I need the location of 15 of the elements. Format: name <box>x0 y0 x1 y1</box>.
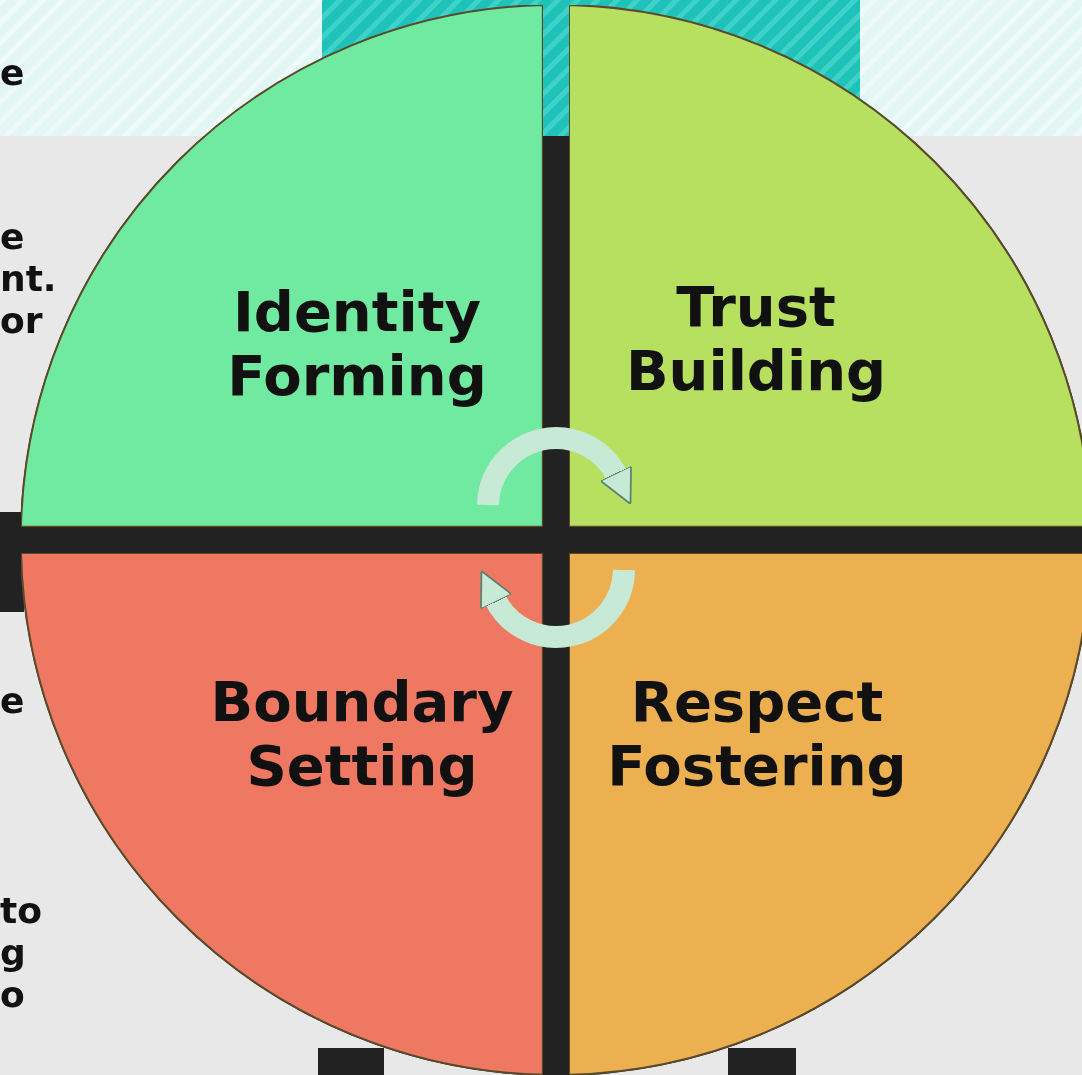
segment-title: Identity Forming <box>226 280 488 408</box>
dark-bar <box>728 1048 796 1075</box>
dark-bar <box>318 1048 384 1075</box>
cut-off-text: e <box>0 680 26 722</box>
quadrant-segment <box>569 553 1082 1075</box>
segment-title: Respect Fostering <box>606 670 908 798</box>
segment-title: Trust Building <box>624 275 888 403</box>
curved-arrow <box>477 427 634 506</box>
curved-arrow <box>478 569 635 648</box>
cut-off-text: e <box>0 52 26 94</box>
quadrant-segment <box>569 5 1082 527</box>
segment-title: Boundary Setting <box>209 670 515 798</box>
cut-off-text: e nt. or <box>0 216 52 342</box>
dark-bar <box>0 512 24 612</box>
cut-off-text: to g o <box>0 890 43 1016</box>
